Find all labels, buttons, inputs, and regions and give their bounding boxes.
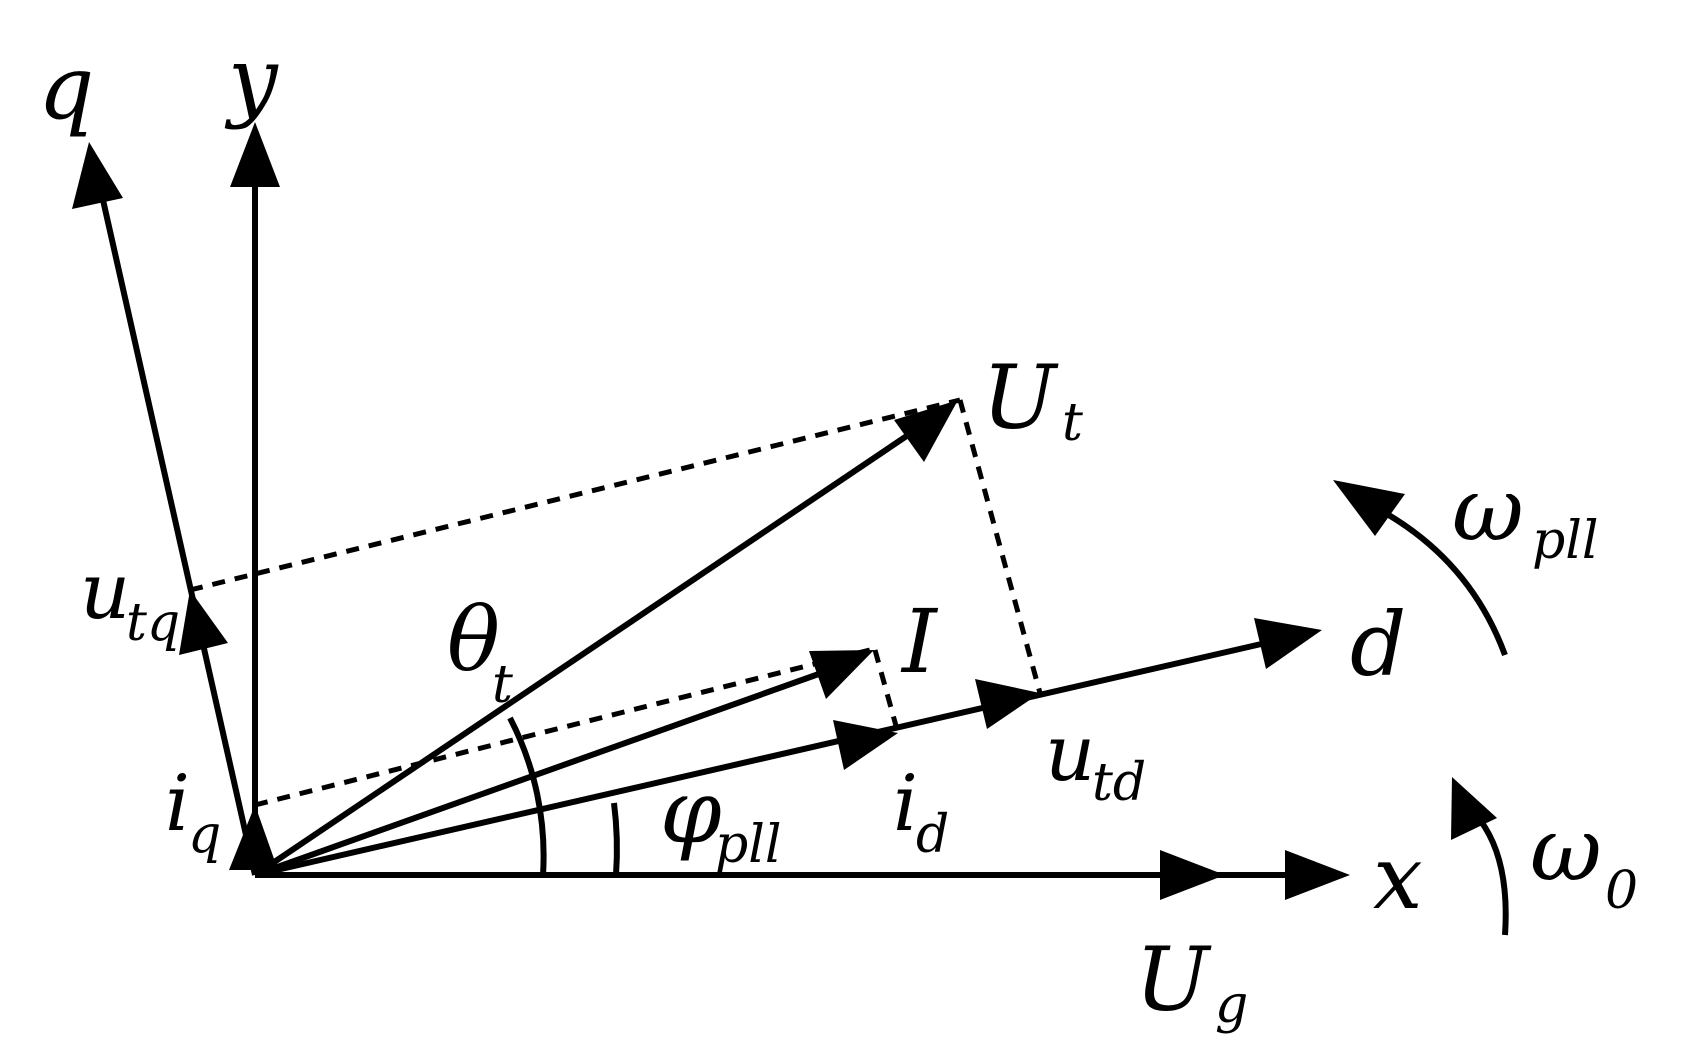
label-utq-sub: tq: [126, 593, 180, 653]
projection-i-to-q: [254, 647, 871, 808]
ut-vector: [253, 424, 922, 878]
projection-ut-to-d: [957, 399, 1043, 694]
omega-pll-rotation-arrowhead: [1333, 480, 1405, 536]
projection-ut-to-q: [189, 397, 961, 593]
omega-pll-rotation-arc: [1378, 507, 1508, 657]
d-axis-arrowhead: [1254, 618, 1322, 669]
phi-pll-angle-arc: [611, 802, 620, 876]
d-axis: [254, 639, 1271, 878]
label-omega-pll-sub: pll: [1532, 511, 1599, 571]
projection-i-to-d: [872, 649, 901, 734]
label-i-vector: I: [900, 590, 939, 693]
label-iq-sub: q: [188, 805, 221, 865]
q-axis: [100, 199, 258, 876]
label-y-axis: y: [224, 28, 279, 131]
label-q-axis: q: [38, 36, 94, 139]
y-axis-arrowhead: [230, 122, 280, 187]
label-id-sub: d: [916, 805, 949, 865]
label-utd-main: u: [1045, 709, 1095, 799]
label-utd-sub: td: [1092, 753, 1146, 813]
ug-arrowhead: [1160, 850, 1225, 900]
id-component-arrowhead: [833, 720, 898, 770]
q-axis-arrowhead: [72, 142, 123, 209]
ut-vector-arrowhead: [894, 400, 958, 462]
label-ug-sub: g: [1215, 975, 1248, 1035]
utd-component-arrowhead: [975, 679, 1040, 729]
iq-component-arrowhead: [229, 805, 278, 870]
label-theta-sub: t: [492, 655, 513, 715]
label-iq-main: i: [165, 759, 190, 849]
label-id-main: i: [893, 759, 918, 849]
i-vector-arrowhead: [809, 650, 874, 699]
label-theta-main: θ: [447, 588, 500, 691]
label-utq-main: u: [80, 547, 130, 637]
i-vector: [253, 667, 832, 878]
theta-t-angle-arc: [507, 716, 547, 876]
omega-0-rotation-arc: [1477, 818, 1509, 936]
label-omega-0-sub: 0: [1605, 861, 1638, 921]
label-ut-sub: t: [1062, 393, 1083, 453]
label-d-axis: d: [1350, 593, 1406, 696]
omega-0-rotation-arrowhead: [1451, 777, 1497, 840]
label-phi-sub: pll: [715, 815, 782, 875]
utq-component-arrowhead: [179, 590, 228, 655]
label-omega-pll-main: ω: [1452, 458, 1524, 561]
label-omega-0-main: ω: [1530, 798, 1602, 901]
label-ug-main: U: [1135, 928, 1212, 1031]
label-phi-main: φ: [660, 760, 722, 863]
label-x-axis: x: [1373, 826, 1423, 929]
x-axis-arrowhead: [1285, 850, 1350, 900]
label-ut-main: U: [982, 346, 1059, 449]
